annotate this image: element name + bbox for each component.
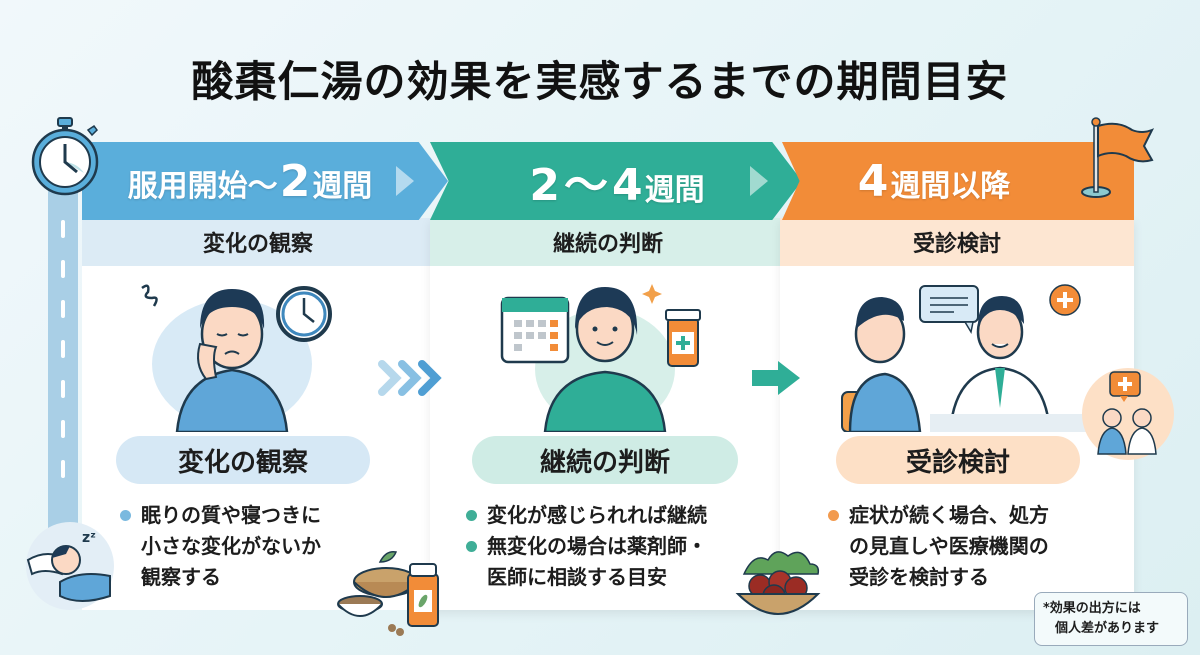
woman-with-medicine-icon <box>500 284 701 432</box>
tired-person-icon <box>141 284 332 432</box>
road-dash <box>61 300 65 318</box>
road-dash <box>61 260 65 278</box>
stage-subtitle: 受診検討 <box>780 218 1134 266</box>
bullet-item: 無変化の場合は薬剤師・ 医師に相談する目安 <box>466 531 776 593</box>
bullet-dot-icon <box>466 541 477 552</box>
stage-subtitle: 変化の観察 <box>82 218 434 266</box>
disclaimer-note: *効果の出方には 個人差があります <box>1034 592 1188 646</box>
page-title: 酸棗仁湯の効果を実感するまでの期間目安 <box>191 57 1009 106</box>
road-dash <box>61 340 65 358</box>
stage-banner-1: 服用開始〜2週間 <box>82 142 448 220</box>
bullet-item: 症状が続く場合、処方 の見直しや医療機関の 受診を検討する <box>828 500 1118 593</box>
stage-bullets: 症状が続く場合、処方 の見直しや医療機関の 受診を検討する <box>828 500 1118 593</box>
bullet-dot-icon <box>120 510 131 521</box>
stage-banner-2: 2〜4週間 <box>430 142 802 220</box>
stage-panel-2: 継続の判断 継続の判断 変化が感じられれば継続 <box>430 218 786 610</box>
triangle-icon <box>750 166 768 196</box>
stage-banner-3: 4週間以降 <box>782 142 1134 220</box>
bullet-item: 眠りの質や寝つきに 小さな変化がないか 観察する <box>120 500 390 593</box>
medical-consult-icon <box>1082 368 1174 460</box>
road-dash <box>61 380 65 398</box>
stage-panel-3: 受診検討 受診検討 症状が続く場合、処方 の見直しや医療機関の <box>780 218 1134 610</box>
triangle-icon <box>396 166 414 196</box>
stage-subtitle: 継続の判断 <box>430 218 786 266</box>
jujube-bowl-icon <box>735 551 821 615</box>
stopwatch-icon <box>31 117 99 196</box>
stage-bullets: 変化が感じられれば継続 無変化の場合は薬剤師・ 医師に相談する目安 <box>466 500 776 593</box>
chevrons-icon <box>378 360 442 396</box>
arrow-right-icon <box>752 361 800 395</box>
timeline-road <box>48 190 78 540</box>
road-dash <box>61 420 65 438</box>
svg-text:zᶻ: zᶻ <box>82 530 96 546</box>
stage-panel-1: 変化の観察 変化の観察 眠りの質や寝つきに 小さな変化がないか 観察する <box>82 218 434 610</box>
stage-pill-label: 継続の判断 <box>472 436 738 484</box>
stage-pill-label: 変化の観察 <box>116 436 370 484</box>
bullet-dot-icon <box>466 510 477 521</box>
road-dash <box>61 220 65 238</box>
sleeping-person-icon: zᶻ <box>26 522 114 610</box>
stage-bullets: 眠りの質や寝つきに 小さな変化がないか 観察する <box>120 500 390 593</box>
herbal-medicine-icon <box>337 550 439 636</box>
bullet-item: 変化が感じられれば継続 <box>466 500 776 531</box>
bullet-dot-icon <box>828 510 839 521</box>
stage-pill-label: 受診検討 <box>836 436 1080 484</box>
flag-icon <box>1081 117 1155 198</box>
doctor-consultation-icon <box>841 284 1090 432</box>
road-dash <box>61 460 65 478</box>
